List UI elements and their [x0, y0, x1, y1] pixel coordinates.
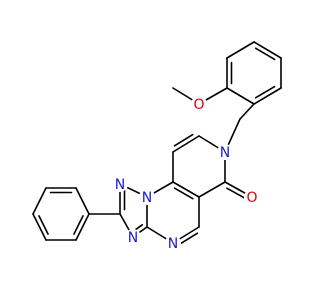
nitrogen-atom-label: N: [168, 236, 178, 252]
double-bond-inner-line: [178, 232, 199, 246]
atom-label-background: [217, 144, 233, 160]
single-bond: [75, 187, 90, 215]
double-bond-inner-line: [254, 85, 276, 99]
double-bond-inner-line: [254, 47, 276, 61]
atom-label-background: [112, 176, 128, 192]
atom-label-background: [244, 189, 260, 205]
double-bond: [253, 87, 282, 105]
atom-label-background: [191, 96, 207, 112]
single-bond: [198, 181, 226, 198]
double-bond-inner-line: [173, 187, 194, 200]
single-bond: [32, 187, 47, 215]
atom-label-background: [139, 189, 155, 205]
single-bond: [226, 87, 255, 105]
single-bond: [239, 103, 255, 120]
atom-label-background: [165, 235, 181, 251]
double-bond: [75, 213, 90, 241]
double-bond: [172, 135, 200, 153]
atom-label-layer: O N N N N N O: [112, 96, 260, 252]
nitrogen-atom-label: N: [115, 177, 125, 193]
oxygen-atom-label: O: [193, 97, 204, 113]
double-bond-inner-line: [173, 133, 194, 147]
nitrogen-atom-label: N: [220, 145, 230, 161]
bond-layer: [32, 41, 282, 246]
atom-label-background: [125, 229, 141, 245]
double-bond: [253, 41, 282, 59]
molecule-diagram: O N N N N N O: [32, 41, 282, 252]
nitrogen-atom-label: N: [142, 190, 152, 206]
double-bond: [172, 181, 200, 198]
double-bond-inner-line: [73, 215, 84, 235]
double-bond-inner-line: [226, 187, 247, 200]
oxygen-atom-label: O: [246, 190, 257, 206]
single-bond: [226, 41, 255, 59]
molecule-svg: O N N N N N O: [32, 41, 282, 252]
double-bond-inner-line: [38, 215, 49, 235]
double-bond: [32, 213, 47, 241]
nitrogen-atom-label: N: [128, 230, 138, 246]
